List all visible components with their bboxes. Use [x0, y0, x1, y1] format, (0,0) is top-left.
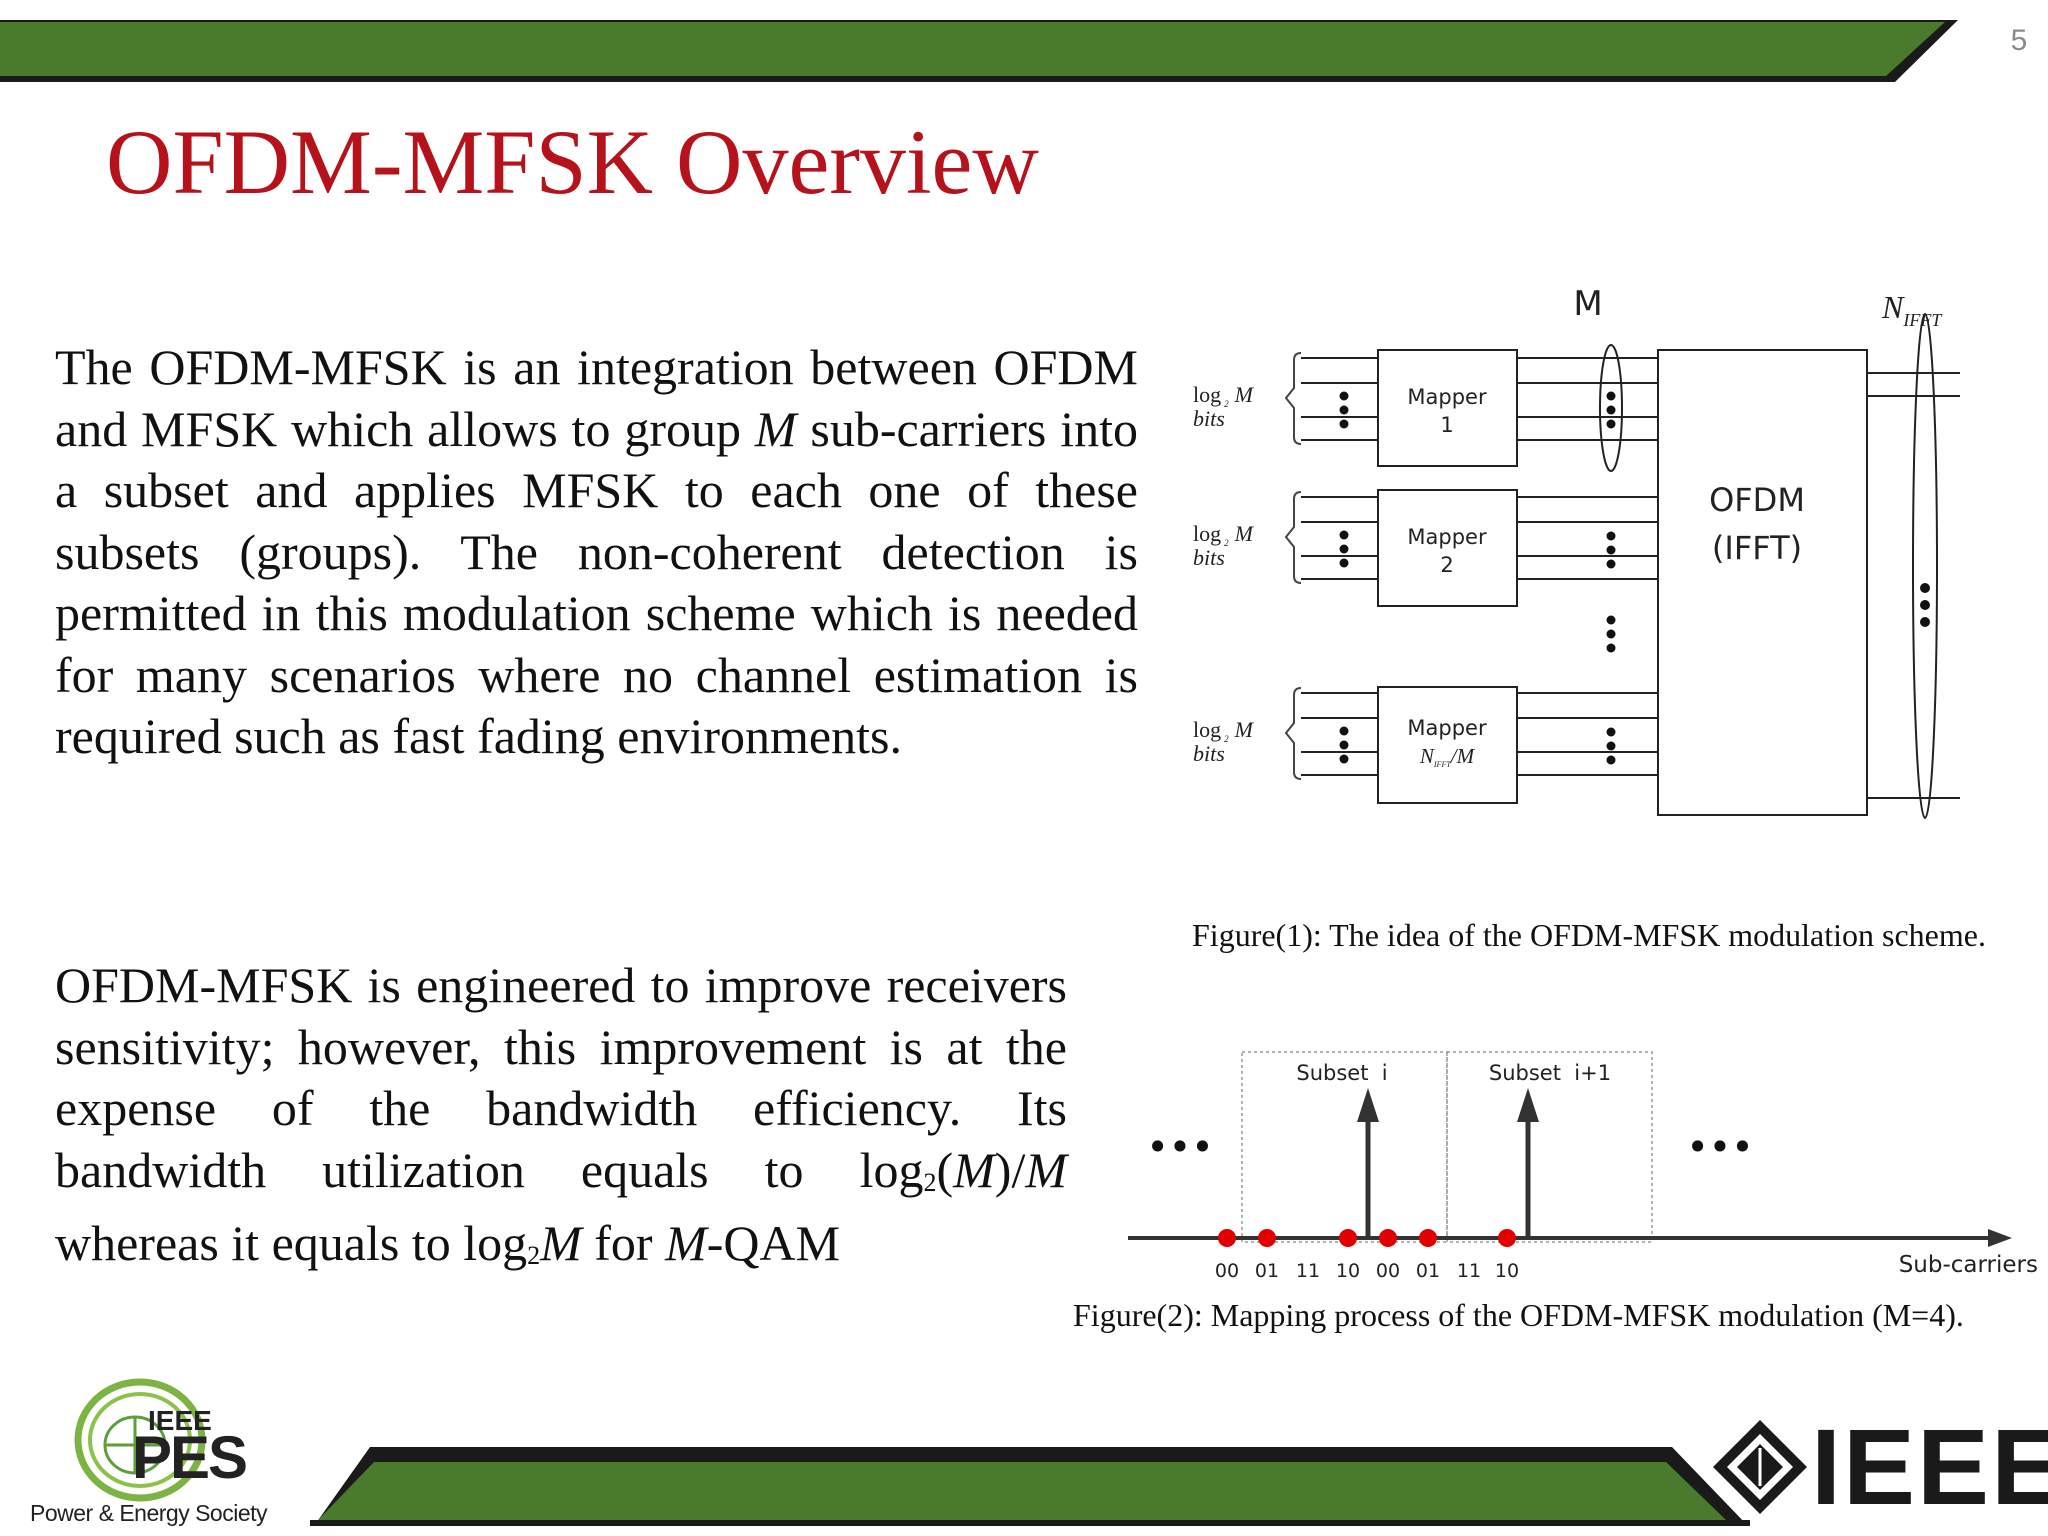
figure1-m-ellipse — [1599, 344, 1623, 472]
subcarrier-dots — [1218, 1229, 1516, 1247]
figure1-label-m: M — [1573, 284, 1602, 324]
subcarrier-dot — [1218, 1229, 1236, 1247]
subset-i-arrow — [1357, 1088, 1379, 1238]
svg-text:log2M: log2M — [1193, 382, 1255, 409]
text-run: ( — [936, 1141, 954, 1198]
svg-text:Mapper: Mapper — [1407, 716, 1487, 740]
subset-i1-label: Subset i+1 — [1489, 1061, 1611, 1085]
text-run: 2 — [923, 1167, 937, 1197]
svg-text:1: 1 — [1440, 413, 1453, 437]
bit-label: 11 — [1457, 1260, 1481, 1282]
text-run: for — [581, 1215, 666, 1271]
subset-i1-arrow — [1517, 1088, 1539, 1238]
text-run: 2 — [527, 1241, 541, 1270]
ieee-pes-logo: IEEE PES Power & Energy Society — [30, 1345, 290, 1535]
bit-label: 10 — [1336, 1260, 1360, 1282]
svg-text:bits: bits — [1193, 545, 1225, 570]
subcarrier-dot — [1258, 1229, 1276, 1247]
bit-label: 11 — [1296, 1260, 1320, 1282]
ellipsis-left: ••• — [1146, 1125, 1213, 1169]
svg-text:log2M: log2M — [1193, 717, 1255, 744]
pes-logo-top: IEEE — [148, 1405, 212, 1436]
text-run: M — [953, 1141, 995, 1198]
svg-text:OFDM: OFDM — [1709, 481, 1805, 519]
text-run: M — [665, 1215, 707, 1271]
figure1-n-ellipse — [1912, 313, 1938, 819]
subcarrier-dot — [1379, 1229, 1397, 1247]
axis-label-subcarriers: Sub-carriers — [1899, 1252, 2038, 1278]
ofdm-ifft-block: OFDM (IFFT) — [1657, 349, 1868, 816]
text-run: The OFDM-MFSK is an integration between … — [55, 339, 1138, 457]
top-banner — [0, 20, 1958, 82]
paragraph-intro: The OFDM-MFSK is an integration between … — [55, 337, 1138, 768]
page-number: 5 — [2010, 24, 2028, 57]
bit-label: 00 — [1376, 1260, 1400, 1282]
subset-i-label: Subset i — [1296, 1061, 1387, 1085]
ellipsis-right: ••• — [1686, 1125, 1753, 1169]
text-run: -QAM — [706, 1215, 841, 1271]
bit-label: 00 — [1215, 1260, 1239, 1282]
svg-text:Mapper: Mapper — [1407, 525, 1487, 549]
pes-logo-main: PES — [132, 1424, 248, 1491]
figure1-label-n: NIFFT — [1881, 289, 1943, 330]
svg-text:bits: bits — [1193, 741, 1225, 766]
mapper-n: Mapper NIFFT/M — [1377, 686, 1518, 804]
paragraph-sensitivity: OFDM-MFSK is engineered to improve recei… — [55, 955, 1067, 1287]
svg-text:2: 2 — [1440, 553, 1453, 577]
svg-text:bits: bits — [1193, 406, 1225, 431]
bit-label: 10 — [1495, 1260, 1519, 1282]
text-run: OFDM-MFSK is engineered to improve recei… — [55, 957, 1067, 1198]
subcarrier-dot — [1498, 1229, 1516, 1247]
svg-text:Mapper: Mapper — [1407, 385, 1487, 409]
text-run: whereas it equals to log — [55, 1215, 528, 1271]
subset-i-box — [1241, 1051, 1448, 1243]
svg-text:(IFFT): (IFFT) — [1712, 529, 1802, 567]
text-run: M — [754, 400, 797, 457]
slide-title: OFDM-MFSK Overview — [106, 111, 1039, 213]
figure1-caption: Figure(1): The idea of the OFDM-MFSK mod… — [1192, 917, 1986, 953]
figure2-caption: Figure(2): Mapping process of the OFDM-M… — [1073, 1297, 1964, 1333]
bit-label: 01 — [1416, 1260, 1440, 1282]
svg-text:NIFFT/M: NIFFT/M — [1419, 744, 1476, 769]
text-run: M — [540, 1215, 582, 1271]
mapper-2: Mapper 2 — [1377, 489, 1518, 607]
bottom-banner — [310, 1447, 1750, 1526]
text-run: M — [1025, 1141, 1067, 1198]
text-run: sub-carriers into a subset and applies M… — [55, 400, 1138, 765]
ieee-logo-text: IEEE — [1811, 1406, 2048, 1527]
pes-logo-tagline: Power & Energy Society — [30, 1500, 268, 1526]
svg-text:log2M: log2M — [1193, 521, 1255, 548]
subcarrier-dot — [1419, 1229, 1437, 1247]
mapper-1: Mapper 1 — [1377, 349, 1518, 467]
bit-label: 01 — [1255, 1260, 1279, 1282]
text-run: )/ — [994, 1141, 1026, 1198]
bit-labels: 00 01 11 10 00 01 11 10 — [1215, 1260, 1519, 1282]
figure2-mapping: Subset i Subset i+1 ••• ••• 00 01 11 10 00 01… — [1128, 1051, 2038, 1282]
subset-i1-box — [1446, 1051, 1653, 1243]
ieee-logo: IEEE — [1705, 1406, 2048, 1527]
subcarrier-dot — [1339, 1229, 1357, 1247]
